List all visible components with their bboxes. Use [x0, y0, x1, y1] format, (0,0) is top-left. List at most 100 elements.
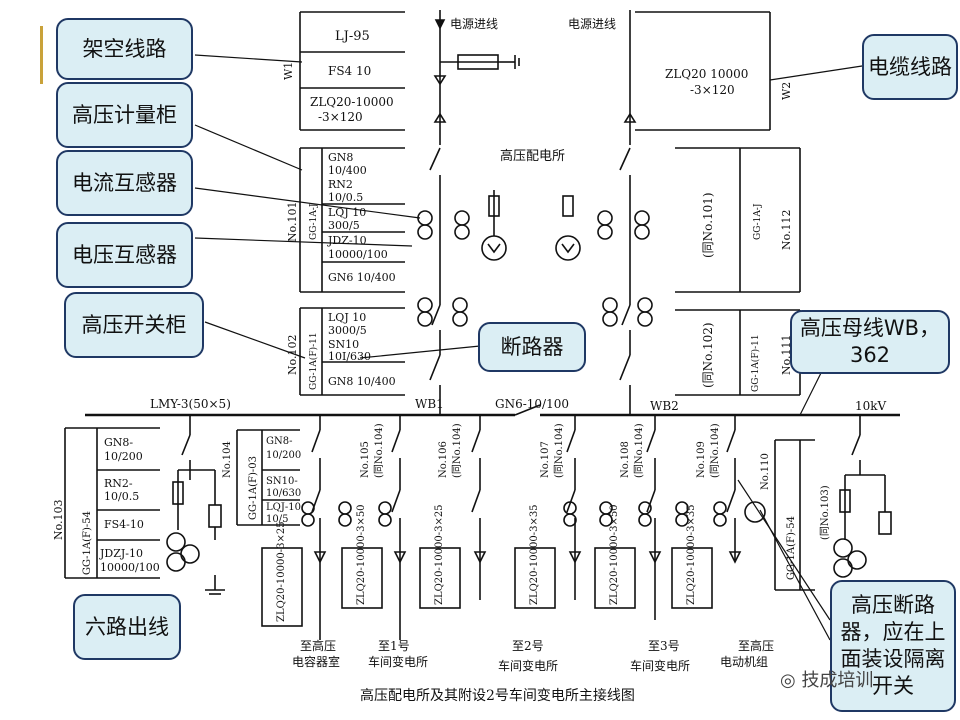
feeder-cable-c: ZLQ20-10000-3×25	[434, 504, 445, 605]
no103-label: No.103	[52, 499, 65, 540]
left-cabinet-stack	[299, 11, 405, 396]
svg-text:10/200: 10/200	[266, 450, 301, 461]
fs4-label: FS4 10	[328, 64, 371, 78]
svg-text:至3号: 至3号	[648, 639, 680, 653]
same102-label: (同No.102)	[701, 322, 715, 388]
feeder-cable-d: ZLQ20-10000-3×35	[529, 504, 540, 605]
w2-label: W2	[780, 82, 793, 100]
gg54-left-label: GG-1A(F)-54	[82, 511, 93, 575]
svg-text:10/630: 10/630	[266, 488, 301, 499]
metering-symbols	[417, 190, 653, 327]
svg-text:GN6 10/400: GN6 10/400	[328, 271, 396, 284]
svg-text:10/400: 10/400	[328, 164, 367, 177]
pt-cabinet-left-text: GN8- 10/200 RN2- 10/0.5 FS4-10 JDZJ-10 1…	[99, 436, 160, 574]
feeder-cable-e: ZLQ20-10000-3×50	[609, 504, 620, 605]
svg-text:RN2: RN2	[328, 178, 353, 191]
callout-overhead-line: 架空线路	[56, 18, 193, 80]
svg-text:RN2-: RN2-	[104, 477, 133, 490]
svg-text:No.110: No.110	[760, 453, 771, 490]
pt-cabinet-right	[774, 415, 892, 591]
incoming-cable-label: 电源进线	[568, 17, 616, 31]
gg03-label: GG-1A(F)-03	[248, 456, 259, 520]
feeder-cable-f: ZLQ20-10000-3×35	[686, 504, 697, 605]
callout-voltage-transformer: 电压互感器	[56, 222, 193, 288]
incoming-overhead-label: 电源进线	[450, 17, 498, 31]
incoming-cable-line	[619, 10, 637, 415]
zlq-right-1: ZLQ20 10000	[665, 67, 748, 81]
slide-accent-bar	[40, 26, 43, 84]
svg-text:(同No.104): (同No.104)	[553, 423, 565, 478]
svg-text:JDZ-10: JDZ-10	[327, 234, 367, 247]
svg-text:10/0.5: 10/0.5	[328, 191, 363, 204]
no112-label: No.112	[780, 209, 793, 250]
svg-text:车间变电所: 车间变电所	[368, 654, 428, 669]
watermark: ◎ 技成培训	[780, 670, 874, 691]
gg1a-switch-label: GG-1A(F)-11	[308, 332, 319, 390]
zlq-right-2: -3×120	[690, 83, 735, 97]
svg-text:No.107: No.107	[540, 441, 551, 478]
callout-six-outgoing: 六路出线	[73, 594, 181, 660]
no101-label: No.101	[286, 201, 299, 242]
svg-text:车间变电所: 车间变电所	[498, 658, 558, 673]
right-cabinet-stack	[635, 11, 801, 396]
svg-text:SN10-: SN10-	[266, 476, 298, 487]
incoming-overhead-line	[429, 10, 520, 415]
zlq-left-2: -3×120	[318, 110, 363, 124]
callout-circuit-breaker: 断路器	[478, 322, 586, 372]
same103-label: (同No.103)	[819, 485, 831, 540]
gg1a-meter-label: GG-1A-J	[309, 203, 319, 240]
svg-text:电容器室: 电容器室	[292, 654, 340, 669]
svg-text:LQJ 10: LQJ 10	[328, 311, 366, 324]
svg-text:10000/100: 10000/100	[328, 248, 388, 261]
svg-text:电动机组: 电动机组	[720, 655, 768, 669]
svg-text:LQJ-10: LQJ-10	[266, 502, 301, 513]
svg-text:GN8: GN8	[328, 151, 353, 164]
svg-text:No.109: No.109	[696, 441, 707, 478]
callout-cable-line: 电缆线路	[862, 34, 958, 100]
w1-label: W1	[282, 62, 295, 80]
feeder-cable-a: ZLQ20-10000-3×25	[276, 521, 287, 622]
svg-text:FS4-10: FS4-10	[104, 518, 144, 531]
svg-text:至1号: 至1号	[378, 639, 410, 653]
wb1-label: WB1	[415, 397, 444, 411]
svg-text:(同No.104): (同No.104)	[633, 423, 645, 478]
wechat-icon: ◎	[780, 670, 802, 691]
svg-text:10/0.5: 10/0.5	[104, 490, 139, 503]
svg-text:车间变电所: 车间变电所	[630, 658, 690, 673]
diagram-caption: 高压配电所及其附设2号车间变电所主接线图	[360, 687, 635, 704]
meter-cabinet-text: GN8 10/400 RN2 10/0.5 LQJ 10 300/5 JDZ-1…	[327, 151, 396, 284]
substation-label: 高压配电所	[500, 148, 565, 164]
gg1a-r1-label: GG-1A-J	[753, 203, 763, 240]
svg-text:GN8-: GN8-	[104, 436, 133, 449]
zlq-left-1: ZLQ20-10000	[310, 95, 394, 109]
main-busbar	[85, 404, 900, 417]
svg-text:(同No.104): (同No.104)	[709, 423, 721, 478]
no104-label: No.104	[222, 441, 233, 478]
lj95-label: LJ-95	[335, 29, 370, 44]
svg-text:SN10: SN10	[328, 338, 359, 351]
svg-text:(同No.104): (同No.104)	[451, 423, 463, 478]
svg-text:(同No.104): (同No.104)	[373, 423, 385, 478]
feeder-cable-b: ZLQ20-10000-3×50	[356, 504, 367, 605]
svg-text:JDZJ-10: JDZJ-10	[99, 547, 143, 560]
svg-text:3000/5: 3000/5	[328, 324, 367, 337]
svg-text:GN8-: GN8-	[266, 436, 292, 447]
callout-hv-switch-cabinet: 高压开关柜	[64, 292, 204, 358]
feeder-destinations: 至高压 电容器室 至1号 车间变电所 至2号 车间变电所 至3号 车间变电所 至…	[292, 638, 774, 673]
callout-hv-busbar: 高压母线WB，362	[790, 310, 950, 374]
callout-hv-meter-cabinet: 高压计量柜	[56, 82, 193, 148]
svg-text:至2号: 至2号	[512, 639, 544, 653]
svg-text:至高压: 至高压	[300, 638, 336, 653]
callout-current-transformer: 电流互感器	[56, 150, 193, 216]
wb2-label: WB2	[650, 399, 679, 413]
switch-cabinet-text: LQJ 10 3000/5 SN10 10I/630 GN8 10/400	[328, 311, 396, 388]
svg-text:No.105: No.105	[360, 441, 371, 478]
feeder-lines	[301, 415, 766, 640]
feeder-numbers: No.105 (同No.104) No.106 (同No.104) No.107…	[360, 423, 771, 490]
lmy-label: LMY-3(50×5)	[150, 397, 231, 411]
callout-pointers	[194, 54, 863, 641]
svg-text:10/200: 10/200	[104, 450, 143, 463]
gn6-tie-label: GN6-10/100	[495, 397, 569, 411]
feeder-cabinet	[236, 429, 300, 526]
